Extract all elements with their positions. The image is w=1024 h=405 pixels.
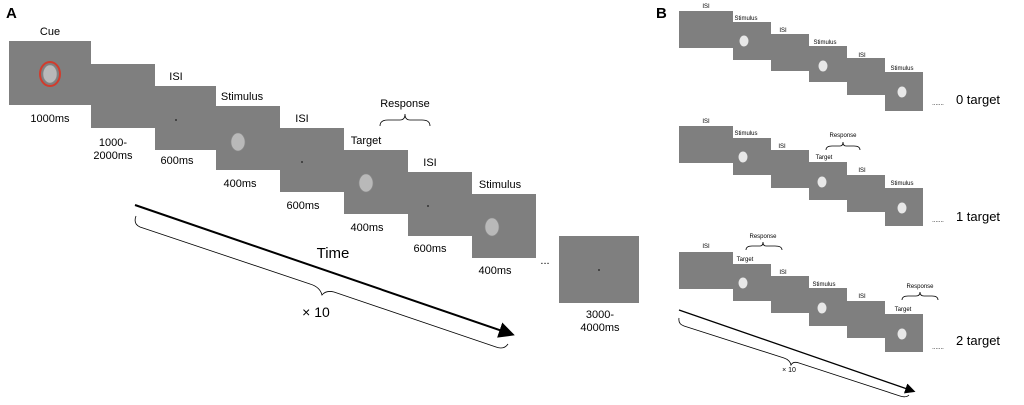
duration-600-3: 600ms xyxy=(413,243,447,255)
row3-response-label-1: Response xyxy=(749,234,777,240)
row3-target-label-2: Target xyxy=(895,307,912,313)
ellipsis: ... xyxy=(540,255,549,267)
cue-label: Cue xyxy=(40,26,60,38)
row3-target-stimulus-2 xyxy=(897,328,907,340)
row3-target-label-1: Target xyxy=(737,257,754,263)
fixation-screen-3 xyxy=(408,172,472,236)
target-face xyxy=(358,173,374,193)
row2-caption: 1 target xyxy=(956,209,1000,224)
row1-stimulus-2 xyxy=(818,60,828,72)
fixation-screen-1 xyxy=(155,86,216,150)
row3-isi-2: ISI xyxy=(779,270,787,276)
row2-screen-4 xyxy=(809,162,847,200)
target-label: Target xyxy=(351,135,382,147)
stimulus-face-2 xyxy=(484,217,500,237)
repeat-label-a: × 10 xyxy=(302,304,330,320)
row3-response-label-2: Response xyxy=(906,284,934,290)
isi-label-1: ISI xyxy=(169,71,182,83)
row1-caption: 0 target xyxy=(956,92,1000,107)
row3-dots: ....... xyxy=(932,345,944,351)
stimulus-screen-1 xyxy=(216,106,280,170)
end-duration-line1: 3000- xyxy=(586,309,614,321)
cue-face-image xyxy=(42,64,58,84)
row1-screen-3 xyxy=(771,34,809,71)
row1-stimulus-label-1: Stimulus xyxy=(734,16,757,22)
time-arrow-b xyxy=(678,309,916,394)
isi-label-2: ISI xyxy=(295,113,308,125)
response-label: Response xyxy=(380,98,430,110)
row1-dots: ....... xyxy=(932,101,944,107)
row3-screen-3 xyxy=(771,276,809,313)
row1-stimulus-1 xyxy=(739,35,749,47)
row3-stimulus-label: Stimulus xyxy=(812,282,835,288)
row3-caption: 2 target xyxy=(956,333,1000,348)
row1-stimulus-label-3: Stimulus xyxy=(890,66,913,72)
row2-isi-1: ISI xyxy=(702,119,710,125)
row3-response-brace-1 xyxy=(745,241,783,251)
end-duration-line2: 4000ms xyxy=(580,322,620,334)
target-screen xyxy=(344,150,408,214)
row1-screen-4 xyxy=(809,46,847,82)
row1-isi-1: ISI xyxy=(702,4,710,10)
row2-isi-2: ISI xyxy=(778,144,786,150)
stimulus-face-1 xyxy=(230,132,246,152)
duration-600-2: 600ms xyxy=(286,200,320,212)
row3-target-stimulus-1 xyxy=(738,277,748,289)
row1-screen-5 xyxy=(847,58,885,95)
row2-isi-3: ISI xyxy=(858,168,866,174)
time-axis-label: Time xyxy=(317,245,350,262)
row1-screen-1 xyxy=(679,11,733,48)
fixation-cross-end xyxy=(598,269,600,271)
row3-isi-3: ISI xyxy=(858,294,866,300)
duration-600-1: 600ms xyxy=(160,155,194,167)
row3-stimulus xyxy=(817,302,827,314)
duration-isi-line2: 2000ms xyxy=(93,150,133,162)
row2-target-label: Target xyxy=(816,155,833,161)
repeat-brace-a xyxy=(134,215,509,349)
row1-isi-3: ISI xyxy=(858,53,866,59)
duration-400-2: 400ms xyxy=(350,222,384,234)
row3-screen-5 xyxy=(847,301,885,338)
row1-isi-2: ISI xyxy=(779,28,787,34)
row2-target-stimulus xyxy=(817,176,827,188)
row2-screen-1 xyxy=(679,126,733,163)
row2-screen-5 xyxy=(847,175,885,212)
row2-dots: ....... xyxy=(932,218,944,224)
repeat-brace-b xyxy=(678,317,910,398)
duration-400-1: 400ms xyxy=(223,178,257,190)
fixation-cross-2 xyxy=(301,161,303,163)
stimulus-screen-2 xyxy=(472,194,536,258)
duration-isi-line1: 1000- xyxy=(99,137,127,149)
row2-stimulus-2 xyxy=(897,202,907,214)
row2-stimulus-1 xyxy=(738,151,748,163)
response-brace xyxy=(379,113,431,127)
row1-screen-2 xyxy=(733,22,771,60)
duration-400-3: 400ms xyxy=(478,265,512,277)
repeat-label-b: × 10 xyxy=(782,367,796,374)
row3-screen-4 xyxy=(809,288,847,326)
row1-stimulus-3 xyxy=(897,86,907,98)
row2-response-brace xyxy=(825,141,861,151)
time-arrow xyxy=(134,204,515,338)
isi-label-3: ISI xyxy=(423,157,436,169)
row3-isi-1: ISI xyxy=(702,244,710,250)
stimulus-label-2: Stimulus xyxy=(479,179,522,191)
row2-stimulus-label-1: Stimulus xyxy=(734,131,757,137)
row2-stimulus-label-2: Stimulus xyxy=(890,181,913,187)
row1-stimulus-label-2: Stimulus xyxy=(813,40,836,46)
row2-response-label: Response xyxy=(829,133,857,139)
fixation-cross-3 xyxy=(427,205,429,207)
panel-a-label: A xyxy=(6,5,17,22)
isi-screen-1 xyxy=(91,64,155,128)
stimulus-label-1: Stimulus xyxy=(221,91,264,103)
panel-b-label: B xyxy=(656,5,667,22)
fixation-cross-1 xyxy=(175,119,177,121)
row2-screen-3 xyxy=(771,150,809,188)
row3-response-brace-2 xyxy=(901,291,939,301)
duration-cue: 1000ms xyxy=(30,113,70,125)
row3-screen-1 xyxy=(679,252,733,289)
fixation-screen-2 xyxy=(280,128,344,192)
cue-circle xyxy=(39,61,61,87)
